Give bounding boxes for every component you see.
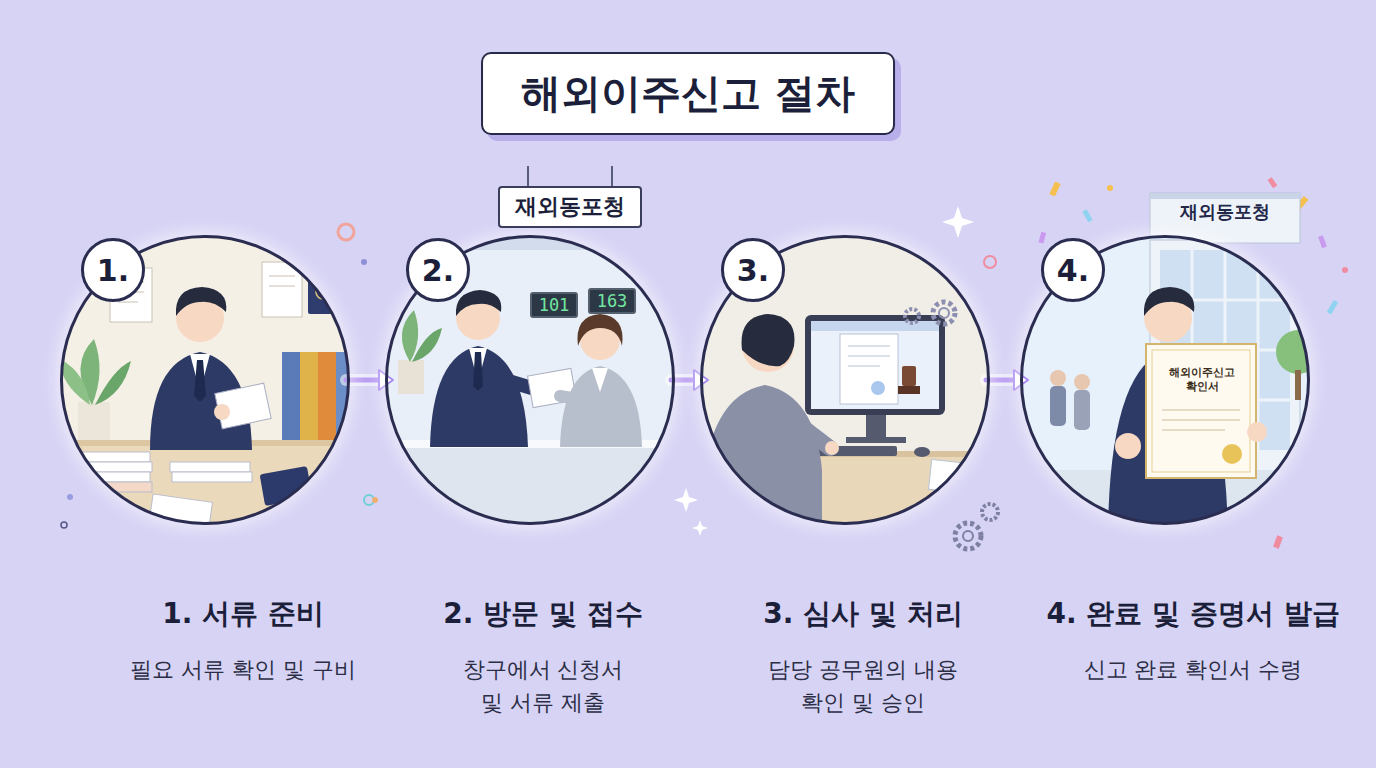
step-number-badge: 1. — [81, 238, 145, 302]
step-circle: 2. 방문 및 접수창구에서 신청서 및 서류 제출2. — [385, 235, 675, 525]
arrow-glow — [986, 374, 1016, 386]
title-box: 해외이주신고 절차 — [481, 52, 895, 135]
step-number-badge: 2. — [406, 238, 470, 302]
callout-number: 2. — [422, 253, 454, 288]
arrow-glow — [346, 374, 381, 386]
step-circle: 3. 심사 및 처리담당 공무원의 내용 확인 및 승인3. — [700, 235, 990, 525]
building-sign-text: 재외동포청 — [1155, 199, 1295, 225]
counter-scene — [380, 230, 680, 535]
step-heading: 3. 심사 및 처리 — [763, 595, 962, 633]
desk-scene — [55, 230, 355, 542]
step-number-badge: 4. — [1041, 238, 1105, 302]
step-heading: 4. 완료 및 증명서 발급 — [1046, 595, 1339, 633]
step-circle: 4. 완료 및 증명서 발급신고 완료 확인서 수령4. — [1020, 235, 1310, 525]
step-heading: 1. 서류 준비 — [162, 595, 324, 633]
certificate-text: 해외이주신고 확인서 — [1163, 360, 1241, 400]
queue-number: 101 — [530, 292, 578, 318]
step-description: 필요 서류 확인 및 구비 — [73, 653, 413, 686]
step-number-badge: 3. — [721, 238, 785, 302]
step-circle: 1. 서류 준비필요 서류 확인 및 구비1. — [60, 235, 350, 525]
office-sign-text: 재외동포청 — [498, 186, 642, 228]
queue-number: 163 — [588, 288, 636, 314]
step-description: 창구에서 신청서 및 서류 제출 — [451, 653, 636, 719]
arrow-shaft — [986, 378, 1016, 383]
step-description: 신고 완료 확인서 수령 — [1023, 653, 1363, 686]
callout-number: 3. — [737, 253, 769, 288]
step-description: 담당 공무원의 내용 확인 및 승인 — [761, 653, 966, 719]
review-scene — [700, 230, 1000, 535]
arrow-shaft — [346, 378, 381, 383]
callout-number: 1. — [97, 253, 129, 288]
callout-number: 4. — [1057, 253, 1089, 288]
step-heading: 2. 방문 및 접수 — [443, 595, 642, 633]
title-text: 해외이주신고 절차 — [521, 70, 855, 116]
completion-scene — [1015, 230, 1320, 532]
gear-icons — [905, 302, 998, 549]
sign-hangers — [528, 166, 612, 188]
